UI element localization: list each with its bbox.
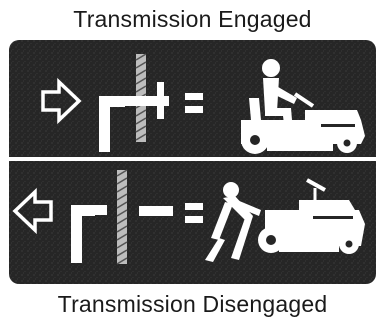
caption-transmission-disengaged: Transmission Disengaged <box>0 291 385 318</box>
caption-transmission-engaged: Transmission Engaged <box>0 6 385 33</box>
transmission-decal <box>9 40 376 284</box>
panel-divider <box>9 157 376 161</box>
